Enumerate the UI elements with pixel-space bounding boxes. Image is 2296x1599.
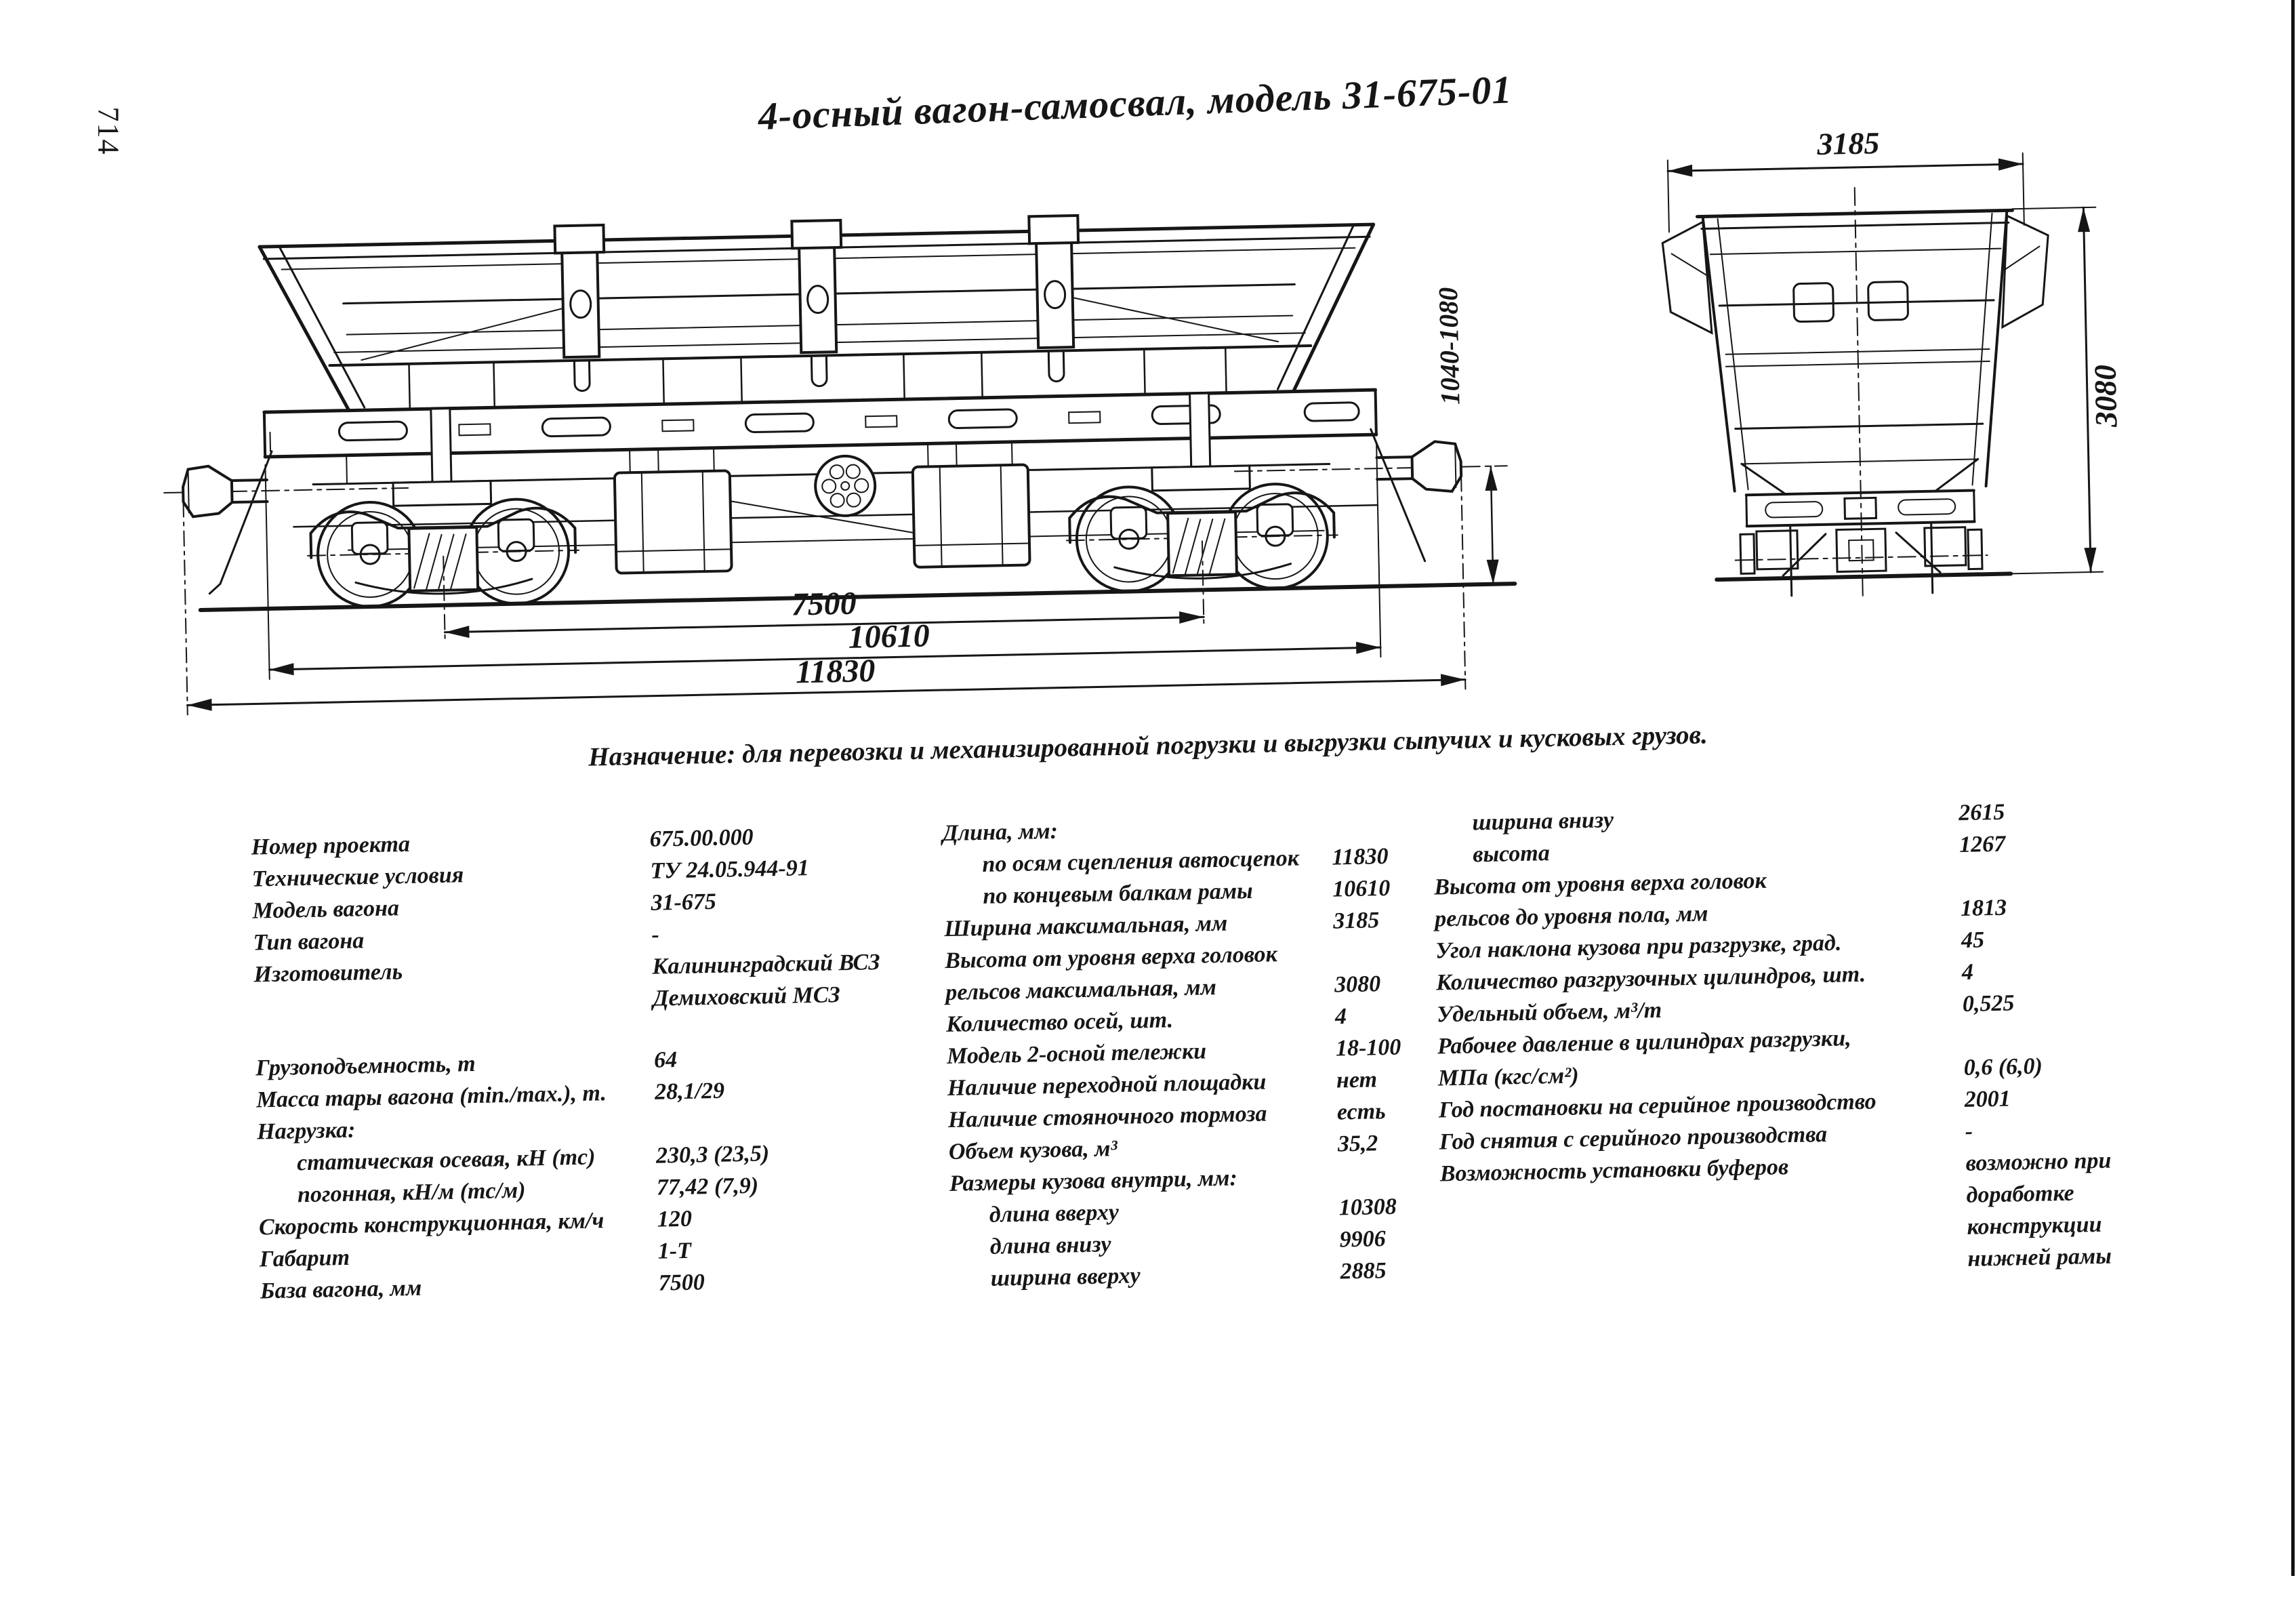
spec-value: 9906 [1339,1226,1387,1253]
dim-label-frame-length: 10610 [848,618,930,655]
spec-value: 11830 [1331,843,1389,870]
spec-value: Калининградский ВСЗ [652,950,880,979]
spec-value: 18-100 [1335,1034,1401,1061]
spec-value: 4 [1334,1004,1347,1030]
coupler-right [1233,428,1508,563]
unloading-cylinder [613,447,733,575]
spec-value: 1813 [1960,895,2007,921]
scan-edge-artifact [2291,0,2295,1576]
dim-label-max-width: 3185 [1816,125,1880,161]
spec-value: 0,6 (6,0) [1963,1053,2043,1080]
dim-label-coupler-height: 1040-1080 [1433,287,1466,405]
dim-label-max-height: 3080 [2087,364,2124,428]
spec-value: 10308 [1338,1194,1397,1221]
spec-row: Возможность установки буферов возможно п… [1439,1141,2296,1285]
spec-value: 675.00.000 [649,824,754,852]
wagon-side-view [163,214,1517,716]
spec-column-1: Номер проекта 675.00.000 Технические усл… [251,817,945,1307]
dimension-lines [186,465,1516,711]
spec-value: 28,1/29 [654,1078,725,1105]
wagon-end-view [1661,152,2104,598]
side-stakes [553,214,1080,392]
frame-lightening-slots [337,401,1360,442]
spec-value: - [651,922,660,948]
spec-value: ТУ 24.05.944-91 [650,855,810,884]
spec-value: 3185 [1332,908,1380,934]
spec-value: Демиховский МСЗ [652,982,841,1011]
dim-label-bogie-base: 7500 [791,585,857,623]
unloading-cylinder [911,441,1031,569]
handwheel [814,454,877,517]
spec-value: 64 [653,1047,678,1073]
spec-value: 4 [1961,959,1974,985]
spec-value: 7500 [658,1270,705,1296]
spec-value: нет [1336,1067,1378,1093]
spec-value: 35,2 [1337,1131,1378,1157]
bogie [1065,464,1338,593]
spec-value: 45 [1961,927,1985,953]
spec-value: 31-675 [651,889,717,916]
spec-value: возможно при доработке конструкции нижне… [1965,1148,2112,1272]
spec-value: 2885 [1340,1258,1387,1284]
spec-value: 10610 [1332,875,1391,902]
spec-value: - [1965,1118,1973,1144]
dim-label-coupler-length: 11830 [795,653,876,691]
spec-value: 2001 [1964,1086,2011,1112]
spec-value: есть [1336,1099,1386,1125]
spec-value: 230,3 (23,5) [655,1141,770,1169]
spec-value: 1267 [1959,831,2006,857]
spec-value: 3080 [1334,971,1381,998]
spec-column-3: ширина внизу 2615 высота 1267 Высота от … [1433,790,2296,1285]
spec-value: 1-Т [657,1238,692,1264]
spec-value: 120 [657,1206,693,1232]
bogie [307,479,580,608]
spec-value: 2615 [1958,799,2005,826]
spec-value: 77,42 (7,9) [656,1173,759,1200]
spec-value: 0,525 [1962,990,2015,1017]
